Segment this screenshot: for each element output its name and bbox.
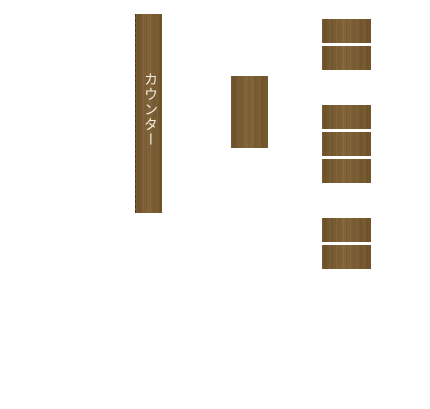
table-seat[interactable] xyxy=(322,132,371,156)
table-seat[interactable] xyxy=(322,159,371,183)
table-seat[interactable] xyxy=(322,46,371,70)
counter-seating-block[interactable]: カウンター xyxy=(135,14,162,213)
table-seat[interactable] xyxy=(322,105,371,129)
table-seat[interactable] xyxy=(322,245,371,269)
center-table[interactable] xyxy=(231,76,268,148)
table-seat[interactable] xyxy=(322,218,371,242)
table-seat[interactable] xyxy=(322,19,371,43)
counter-label: カウンター xyxy=(142,72,158,147)
